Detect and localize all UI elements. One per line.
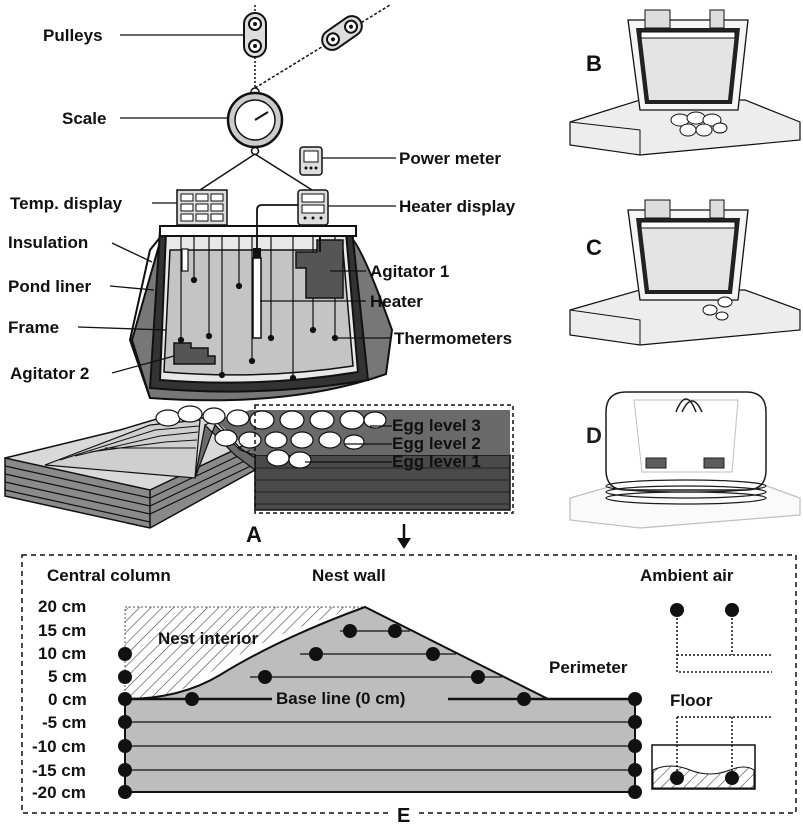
panel-e: E Central column Nest wall Ambient air B… xyxy=(21,554,797,827)
apparatus-leader-lines xyxy=(77,34,396,374)
label-insulation: Insulation xyxy=(8,233,88,252)
panel-e-letter: E xyxy=(397,805,410,827)
agitator-2 xyxy=(173,342,216,365)
nest-interior-label: Nest interior xyxy=(158,629,259,648)
panel-b-letter: B xyxy=(586,51,602,76)
label-frame: Frame xyxy=(8,318,59,337)
tick-5: 5 cm xyxy=(48,667,87,686)
thermometer-probes xyxy=(177,236,339,382)
label-pulleys: Pulleys xyxy=(43,26,103,45)
panel-a-letter: A xyxy=(246,522,262,547)
perimeter-label: Perimeter xyxy=(549,658,628,677)
floor-label: Floor xyxy=(670,691,713,710)
panel-b: B xyxy=(569,9,801,156)
label-agitator-1: Agitator 1 xyxy=(370,262,449,281)
ambient-air-sensors xyxy=(670,603,772,673)
heater-display-icon xyxy=(297,189,329,226)
label-agitator-2: Agitator 2 xyxy=(10,364,89,383)
lid-rail xyxy=(159,225,357,237)
pulley-2-icon xyxy=(254,4,391,89)
agitator-1 xyxy=(295,239,344,299)
tick-minus-15: -15 cm xyxy=(32,761,86,780)
sensor-dots xyxy=(118,624,642,799)
tick-minus-5: -5 cm xyxy=(42,713,86,732)
apparatus-labels: Pulleys Scale Power meter Temp. display … xyxy=(8,26,516,383)
scale-icon xyxy=(199,87,313,191)
label-scale: Scale xyxy=(62,109,106,128)
label-heater-display: Heater display xyxy=(399,197,516,216)
egg-level-1-label: Egg level 1 xyxy=(392,452,481,471)
tick-minus-20: -20 cm xyxy=(32,783,86,802)
power-meter-icon xyxy=(299,146,323,176)
egg-level-3-label: Egg level 3 xyxy=(392,416,481,435)
apparatus xyxy=(128,4,394,402)
tick-minus-10: -10 cm xyxy=(32,737,86,756)
label-pond-liner: Pond liner xyxy=(8,277,92,296)
tick-15: 15 cm xyxy=(38,621,86,640)
base-line-label: Base line (0 cm) xyxy=(276,689,405,708)
heater-element xyxy=(252,204,305,339)
panel-d-letter: D xyxy=(586,423,602,448)
label-heater: Heater xyxy=(370,292,423,311)
tick-20: 20 cm xyxy=(38,597,86,616)
panel-d: D xyxy=(569,391,801,529)
label-power-meter: Power meter xyxy=(399,149,501,168)
tick-10: 10 cm xyxy=(38,644,86,663)
panel-a-nest: Egg level 3 Egg level 2 Egg level 1 A xyxy=(4,404,514,549)
nest-wall-label: Nest wall xyxy=(312,566,386,585)
tick-0: 0 cm xyxy=(48,690,87,709)
central-column-label: Central column xyxy=(47,566,171,585)
pulley-icon xyxy=(243,5,267,88)
temp-display-icon xyxy=(176,189,228,226)
ambient-air-label: Ambient air xyxy=(640,566,734,585)
egg-level-2-label: Egg level 2 xyxy=(392,434,481,453)
panel-c: C xyxy=(569,199,801,346)
eggs xyxy=(155,405,387,469)
floor-sensors xyxy=(651,716,772,790)
depth-axis: 20 cm 15 cm 10 cm 5 cm 0 cm -5 cm -10 cm… xyxy=(32,597,87,802)
label-temp-display: Temp. display xyxy=(10,194,123,213)
label-thermometers: Thermometers xyxy=(394,329,512,348)
down-arrow-icon xyxy=(397,524,411,549)
panel-c-letter: C xyxy=(586,235,602,260)
